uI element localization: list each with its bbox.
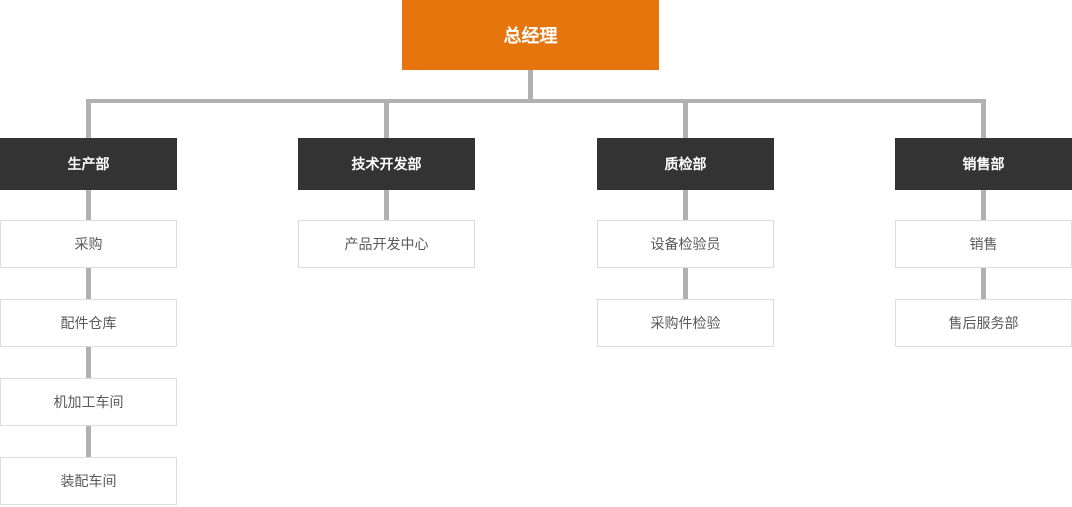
node-production-dept[interactable]: 生产部 bbox=[0, 138, 177, 190]
connector-line bbox=[981, 190, 986, 220]
connector-line bbox=[981, 103, 986, 138]
node-machining-workshop[interactable]: 机加工车间 bbox=[0, 378, 177, 426]
connector-line bbox=[86, 426, 91, 457]
connector-line bbox=[981, 268, 986, 299]
connector-line bbox=[86, 268, 91, 299]
node-tech-dev-dept[interactable]: 技术开发部 bbox=[298, 138, 475, 190]
connector-line bbox=[683, 103, 688, 138]
connector-line bbox=[384, 103, 389, 138]
node-purchased-parts-inspection[interactable]: 采购件检验 bbox=[597, 299, 774, 347]
node-qa-dept[interactable]: 质检部 bbox=[597, 138, 774, 190]
connector-line bbox=[86, 99, 986, 103]
connector-line bbox=[528, 70, 533, 99]
node-parts-warehouse[interactable]: 配件仓库 bbox=[0, 299, 177, 347]
node-after-sales-service[interactable]: 售后服务部 bbox=[895, 299, 1072, 347]
connector-line bbox=[683, 268, 688, 299]
node-sales-dept[interactable]: 销售部 bbox=[895, 138, 1072, 190]
connector-line bbox=[384, 190, 389, 220]
node-general-manager[interactable]: 总经理 bbox=[402, 0, 659, 70]
connector-line bbox=[86, 103, 91, 138]
connector-line bbox=[683, 190, 688, 220]
connector-line bbox=[86, 190, 91, 220]
node-purchasing[interactable]: 采购 bbox=[0, 220, 177, 268]
connector-line bbox=[86, 347, 91, 378]
node-equipment-inspector[interactable]: 设备检验员 bbox=[597, 220, 774, 268]
node-assembly-workshop[interactable]: 装配车间 bbox=[0, 457, 177, 505]
node-product-dev-center[interactable]: 产品开发中心 bbox=[298, 220, 475, 268]
node-sales[interactable]: 销售 bbox=[895, 220, 1072, 268]
